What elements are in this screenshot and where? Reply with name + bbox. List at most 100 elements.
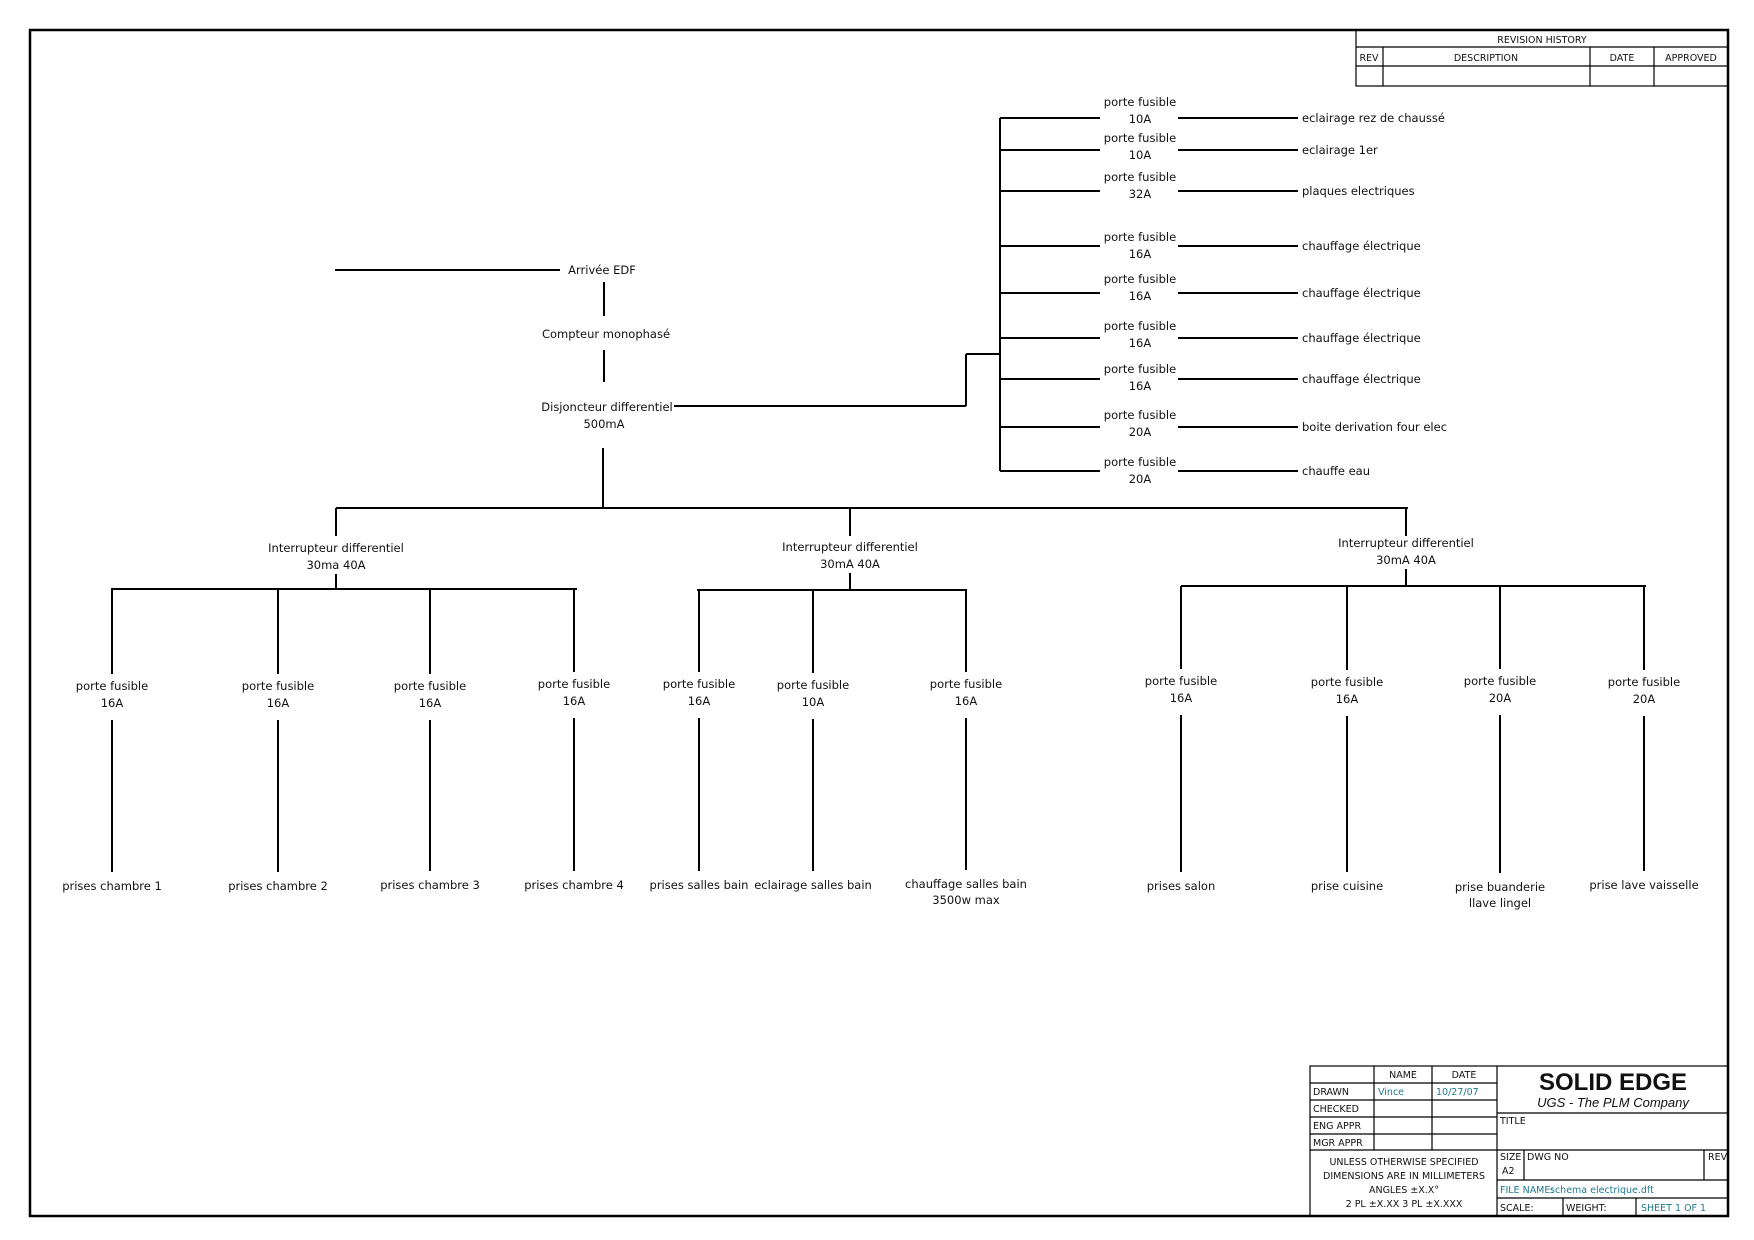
drawn-label: DRAWN: [1313, 1087, 1349, 1098]
lower-fuse-label: porte fusible: [76, 679, 148, 693]
tolerance-note-line-3: ANGLES ±X.X°: [1369, 1185, 1439, 1196]
lower-fuse-rating: 20A: [1489, 691, 1512, 705]
lower-load-label: prise cuisine: [1311, 879, 1383, 893]
upper-branch: porte fusible 10A eclairage 1er: [1000, 131, 1378, 162]
lower-fuse-rating: 20A: [1633, 692, 1656, 706]
lower-load-label: prises chambre 1: [62, 879, 162, 893]
lower-branch: porte fusible 20A prise buanderie llave lin…: [1455, 586, 1545, 910]
tolerance-note-line-1: UNLESS OTHERWISE SPECIFIED: [1329, 1157, 1478, 1168]
upper-fuse-label: porte fusible: [1104, 95, 1176, 109]
upper-fuse-rating: 16A: [1129, 379, 1152, 393]
upper-fuse-rating: 32A: [1129, 187, 1152, 201]
upper-fuse-rating: 20A: [1129, 472, 1152, 486]
upper-fuse-label: porte fusible: [1104, 362, 1176, 376]
lower-branch: porte fusible 10A eclairage salles bain: [754, 590, 872, 892]
upper-load-label: plaques electriques: [1302, 184, 1415, 198]
date-column-header: DATE: [1610, 53, 1635, 64]
brand-subtitle: UGS - The PLM Company: [1537, 1095, 1690, 1110]
upper-branch: porte fusible 16A chauffage électrique: [1000, 362, 1421, 393]
upper-fuse-rating: 16A: [1129, 247, 1152, 261]
lower-load-label-line-2: 3500w max: [932, 893, 1000, 907]
lower-load-label-line-2: llave lingel: [1469, 896, 1531, 910]
lower-load-label: prises chambre 2: [228, 879, 328, 893]
compteur-label: Compteur monophasé: [542, 327, 670, 341]
upper-fuse-label: porte fusible: [1104, 230, 1176, 244]
scale-label: SCALE:: [1500, 1203, 1534, 1214]
lower-fuse-rating: 16A: [563, 694, 586, 708]
checked-label: CHECKED: [1313, 1104, 1359, 1115]
upper-fuse-rating: 10A: [1129, 148, 1152, 162]
lower-fuse-label: porte fusible: [1608, 675, 1680, 689]
upper-load-label: chauffe eau: [1302, 464, 1370, 478]
lower-branch: porte fusible 16A prises salon: [1145, 586, 1217, 893]
upper-load-label: chauffage électrique: [1302, 239, 1421, 253]
lower-fuse-rating: 16A: [101, 696, 124, 710]
upper-branch: porte fusible 20A chauffe eau: [1000, 455, 1370, 486]
size-value: A2: [1502, 1166, 1515, 1177]
upper-load-label: eclairage rez de chaussé: [1302, 111, 1445, 125]
rev-column-header: REV: [1359, 53, 1379, 64]
lower-fuse-label: porte fusible: [663, 677, 735, 691]
description-column-header: DESCRIPTION: [1454, 53, 1518, 64]
lower-load-label: prise buanderie: [1455, 880, 1545, 894]
title-block: NAME DATE DRAWN Vince 10/27/07 CHECKED E…: [1309, 1065, 1729, 1217]
lower-fuse-label: porte fusible: [242, 679, 314, 693]
sheet-number-label: SHEET 1 OF 1: [1641, 1203, 1706, 1214]
upper-fuse-label: porte fusible: [1104, 408, 1176, 422]
tolerance-note-line-4: 2 PL ±X.XX 3 PL ±X.XXX: [1346, 1199, 1463, 1210]
upper-load-label: chauffage électrique: [1302, 286, 1421, 300]
lower-load-label: prises chambre 4: [524, 878, 624, 892]
lower-branch: porte fusible 20A prise lave vaisselle: [1589, 586, 1699, 892]
upper-load-label: boite derivation four elec: [1302, 420, 1447, 434]
file-name-value: schema electrique.dft: [1550, 1185, 1654, 1196]
lower-fuse-rating: 10A: [802, 695, 825, 709]
date-column-header-tb: DATE: [1452, 1070, 1477, 1081]
lower-load-label: prises salon: [1147, 879, 1216, 893]
lower-fuse-rating: 16A: [419, 696, 442, 710]
lower-load-label: prises salles bain: [650, 878, 749, 892]
revision-history-block: REVISION HISTORY REV DESCRIPTION DATE AP…: [1355, 29, 1729, 87]
disjoncteur-rating-label: 500mA: [583, 417, 624, 431]
lower-fuse-label: porte fusible: [394, 679, 466, 693]
lower-fuse-rating: 16A: [1170, 691, 1193, 705]
upper-fuse-rating: 16A: [1129, 336, 1152, 350]
tolerance-note-line-2: DIMENSIONS ARE IN MILLIMETERS: [1323, 1171, 1485, 1182]
lower-fuse-rating: 16A: [267, 696, 290, 710]
lower-fuse-label: porte fusible: [1464, 674, 1536, 688]
name-column-header: NAME: [1389, 1070, 1417, 1081]
upper-fuse-label: porte fusible: [1104, 455, 1176, 469]
lower-branch: porte fusible 16A prises chambre 2: [228, 589, 328, 893]
upper-load-label: chauffage électrique: [1302, 372, 1421, 386]
size-label: SIZE: [1500, 1152, 1521, 1163]
lower-fuse-label: porte fusible: [1145, 674, 1217, 688]
upper-fuse-rating: 16A: [1129, 289, 1152, 303]
revision-history-title: REVISION HISTORY: [1497, 35, 1587, 46]
lower-branch: porte fusible 16A prises salles bain: [650, 590, 749, 892]
lower-fuse-rating: 16A: [688, 694, 711, 708]
file-name-label: FILE NAME:: [1500, 1185, 1554, 1196]
weight-label: WEIGHT:: [1566, 1203, 1607, 1214]
drawn-date-value: 10/27/07: [1436, 1087, 1479, 1098]
upper-load-label: eclairage 1er: [1302, 143, 1378, 157]
upper-fuse-label: porte fusible: [1104, 131, 1176, 145]
interrupteur-label: Interrupteur differentiel: [268, 541, 404, 555]
lower-fuse-label: porte fusible: [777, 678, 849, 692]
interrupteur-label: Interrupteur differentiel: [782, 540, 918, 554]
drawing-border: [28, 28, 1730, 1218]
lower-load-label: prise lave vaisselle: [1589, 878, 1698, 892]
solid-edge-brand: SOLID EDGE: [1539, 1069, 1687, 1096]
lower-load-label: eclairage salles bain: [754, 878, 872, 892]
mgr-appr-label: MGR APPR: [1313, 1138, 1363, 1149]
